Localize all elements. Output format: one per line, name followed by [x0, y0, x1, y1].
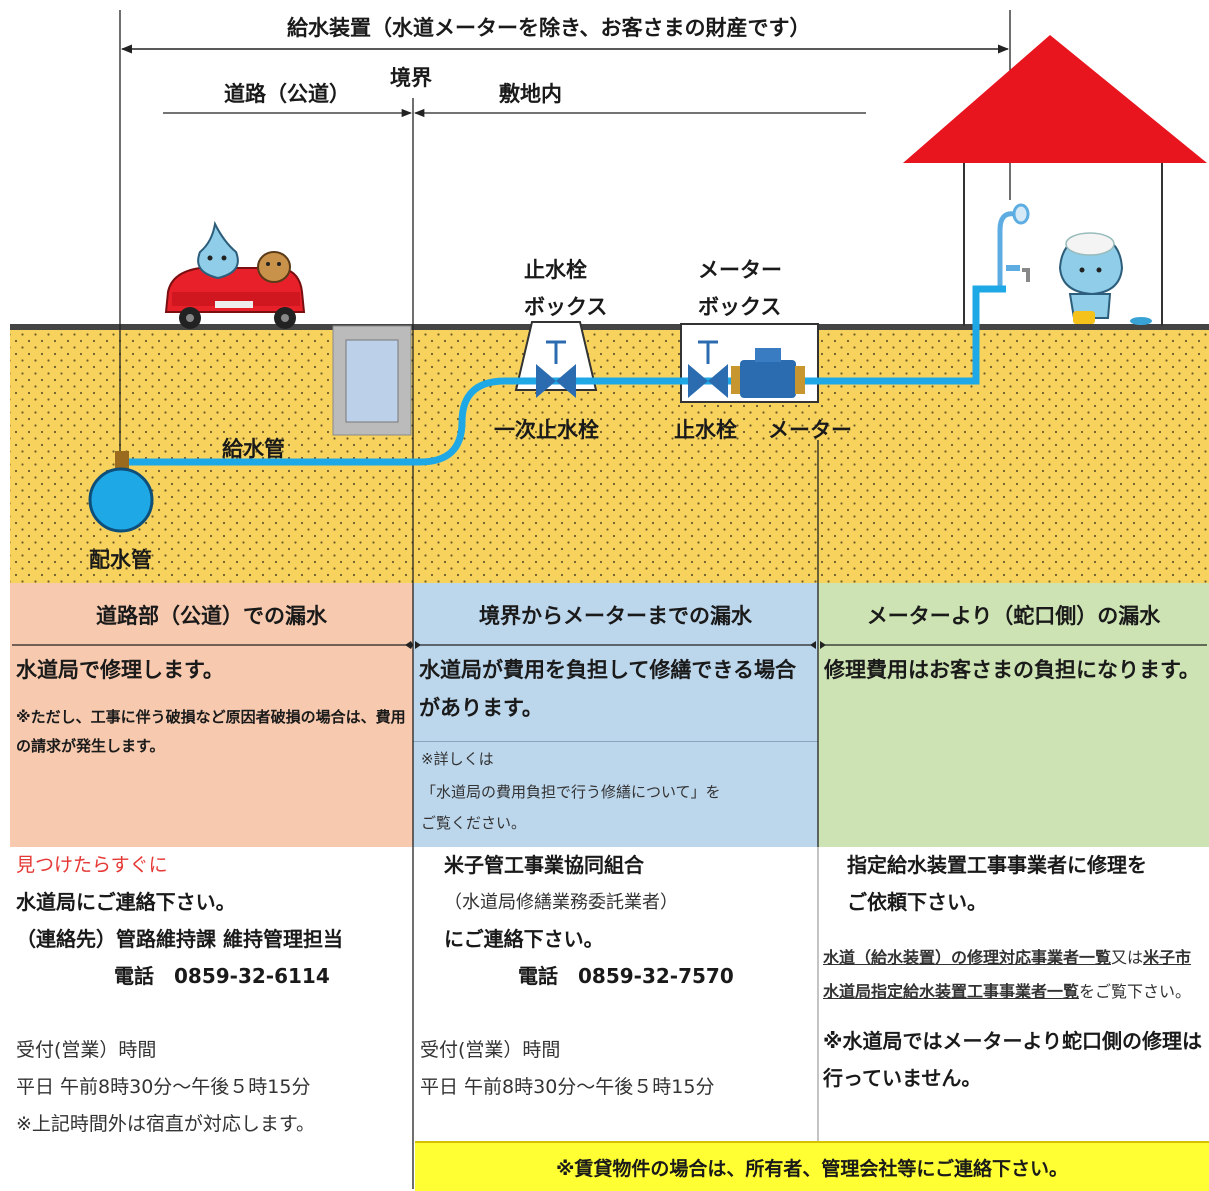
meter-box-label-1: メーター: [698, 258, 782, 282]
contractor-list-link[interactable]: 水道（給水装置）の修理対応事業者一覧: [823, 948, 1112, 967]
shower-icon: [997, 203, 1030, 290]
section-dividers: [12, 583, 1207, 1189]
premises-label: 敷地内: [499, 82, 562, 106]
boundary-section-title: 境界からメーターまでの漏水: [479, 604, 752, 628]
road-label: 道路（公道）: [224, 82, 350, 106]
contact-right-line2: ご依頼下さい。: [847, 890, 987, 914]
meter-section-title: メーターより（蛇口側）の漏水: [866, 604, 1161, 628]
or-text: 又は: [1111, 948, 1144, 967]
main-pipe-connector: [115, 451, 129, 469]
road-section-main: 水道局で修理します。: [16, 658, 224, 682]
supply-pipe-label: 給水管: [222, 437, 285, 461]
main-pipe-icon: [88, 467, 154, 533]
see-text: をご覧下さい。: [1079, 982, 1192, 1001]
road-section: 道路部（公道）での漏水 水道局で修理します。 ※ただし、工事に伴う破損など原因者…: [10, 583, 413, 847]
supply-pipe: [128, 285, 1006, 466]
contact-right-line1: 指定給水装置工事事業者に修理を: [847, 853, 1147, 877]
contact-left: 見つけたらすぐに 水道局にご連絡下さい。 （連絡先）管路維持課 維持管理担当 電…: [16, 847, 411, 1143]
alert-text: 見つけたらすぐに: [16, 854, 168, 876]
road-section-note: ※ただし、工事に伴う破損など原因者破損の場合は、費用の請求が発生します。: [16, 708, 406, 755]
main-pipe-label: 配水管: [89, 548, 152, 572]
no-repair-notice: ※水道局ではメーターより蛇口側の修理は行っていません。: [823, 1029, 1203, 1090]
contact-left-hours-title: 受付(営業）時間: [16, 1039, 157, 1061]
ground: [10, 328, 1209, 583]
contact-right: 指定給水装置工事事業者に修理を ご依頼下さい。 水道（給水装置）の修理対応事業者…: [823, 847, 1207, 1097]
water-meter-icon: [731, 348, 805, 398]
stop-valve-label: 止水栓: [674, 418, 737, 442]
meter-label: メーター: [768, 418, 852, 442]
meter-box-label-2: ボックス: [698, 295, 782, 319]
contact-middle-org: 米子管工事業協同組合: [444, 853, 644, 877]
meter-section-main: 修理費用はお客さまの負担になります。: [824, 658, 1200, 682]
contact-middle: 米子管工事業協同組合 （水道局修繕業務委託業者） にご連絡下さい。 電話 085…: [420, 847, 815, 1106]
boundary-label: 境界: [390, 66, 432, 90]
car-icon: [164, 220, 306, 329]
meter-section: メーターより（蛇口側）の漏水 修理費用はお客さまの負担になります。: [818, 583, 1209, 847]
contact-middle-phone: 電話 0859-32-7570: [518, 964, 734, 988]
contact-middle-line: にご連絡下さい。: [444, 927, 604, 951]
contact-left-after-hours: ※上記時間外は宿直が対応します。: [16, 1113, 316, 1135]
boundary-note-1: ※詳しくは: [421, 750, 494, 768]
boundary-note-3: ご覧ください。: [421, 814, 527, 832]
boundary-section-main: 水道局が費用を負担して修繕できる場合があります。: [419, 658, 796, 720]
primary-valve-label: 一次止水栓: [494, 418, 599, 442]
road-surface: [10, 324, 1209, 330]
supply-device-label: 給水装置（水道メーターを除き、お客さまの財産です）: [287, 16, 811, 40]
stop-valve-icon: [688, 340, 728, 398]
primary-valve-icon: [536, 340, 576, 398]
contact-left-phone: 電話 0859-32-6114: [114, 964, 330, 988]
road-section-title: 道路部（公道）での漏水: [96, 604, 327, 628]
contact-middle-sub: （水道局修繕業務委託業者）: [444, 892, 678, 913]
stop-box-label-2: ボックス: [524, 295, 608, 319]
boundary-section: 境界からメーターまでの漏水 水道局が費用を負担して修繕できる場合があります。 ※…: [413, 583, 818, 847]
rental-notice: ※賃貸物件の場合は、所有者、管理会社等にご連絡下さい。: [415, 1141, 1209, 1191]
contact-left-line1: 水道局にご連絡下さい。: [16, 890, 236, 914]
house-roof: [903, 35, 1207, 163]
mascot-bathing-icon: [1058, 232, 1152, 325]
contact-left-hours: 平日 午前8時30分～午後５時15分: [16, 1076, 311, 1098]
designated-contractor-link[interactable]: 米子市水道局指定給水装置工事事業者一覧: [823, 948, 1192, 1001]
contact-left-line2: （連絡先）管路維持課 維持管理担当: [16, 927, 343, 951]
boundary-note-link[interactable]: 「水道局の費用負担で行う修繕について」を: [421, 783, 721, 801]
water-supply-diagram: [10, 10, 1209, 583]
contact-middle-hours-title: 受付(営業）時間: [420, 1039, 561, 1061]
stop-box-label-1: 止水栓: [524, 258, 587, 282]
contact-middle-hours: 平日 午前8時30分～午後５時15分: [420, 1076, 715, 1098]
